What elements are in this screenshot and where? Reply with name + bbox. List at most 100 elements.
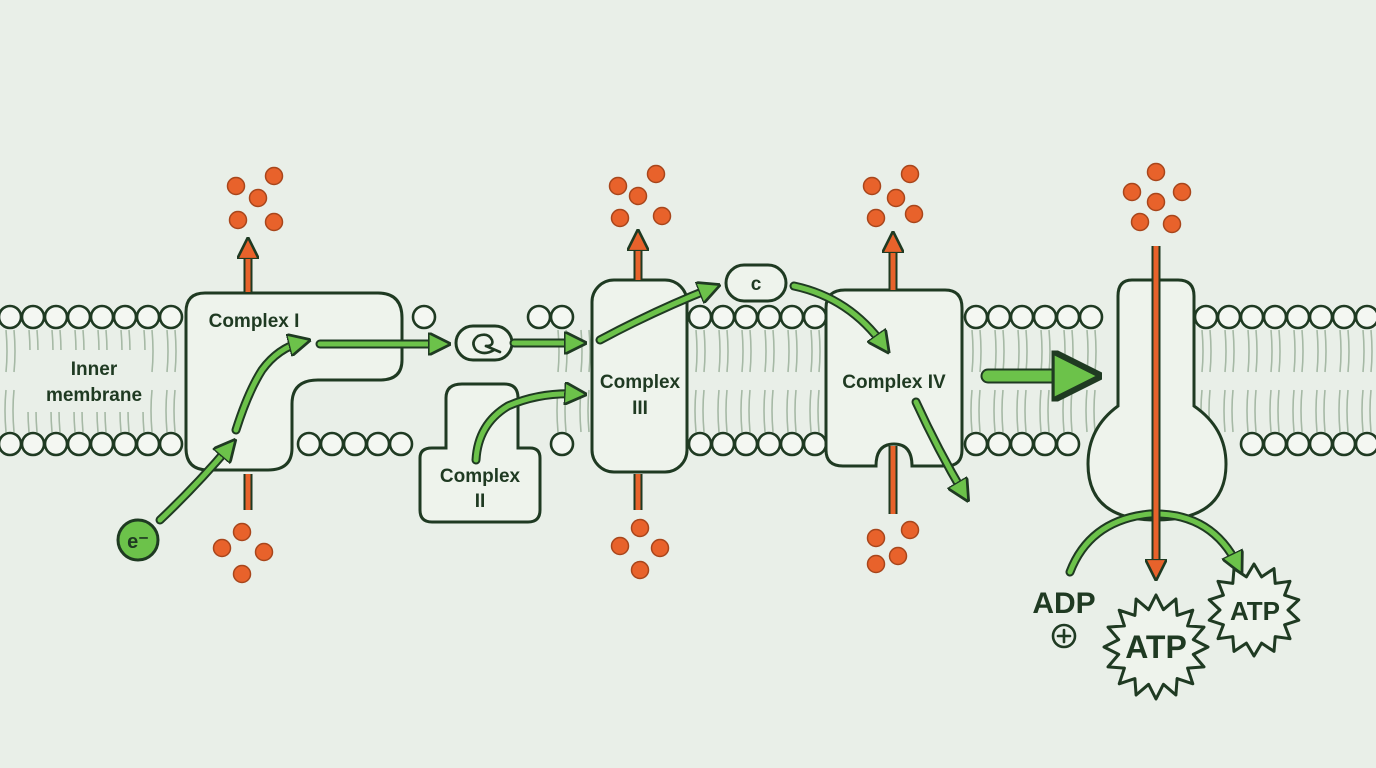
lipid-head [89,431,115,457]
lipid-tail [725,329,729,433]
electron: e⁻ [116,518,160,562]
lipid-head [1032,431,1058,457]
electron-flow-arrows [155,281,1238,577]
lipid-head [66,431,92,457]
lipid-tail [4,329,8,433]
lipid-tail [748,329,752,433]
proton-dot [264,166,284,186]
lipid-head [756,304,782,330]
lipid-head [1078,304,1104,330]
proton-dot [1162,214,1182,234]
lipid-head [1308,304,1334,330]
lipid-tail [817,329,821,433]
lipid-head [549,304,575,330]
lipid-head [1331,304,1357,330]
proton-dot [212,538,232,558]
proton-dot [862,176,882,196]
lipid-head [779,431,805,457]
lipid-head [733,431,759,457]
proton-dot [264,212,284,232]
proton-dot [886,188,906,208]
lipid-head [756,431,782,457]
lipid-head [1032,304,1058,330]
lipid-head [135,431,161,457]
lipid-tail [763,329,767,433]
lipid-tail [717,329,721,433]
lipid-tail [740,329,744,433]
lipid-head [1285,431,1311,457]
ubiquinone-swirl-icon [472,333,502,355]
proton-dot [232,522,252,542]
lipid-head [802,431,828,457]
lipid-head [1262,304,1288,330]
lipid-head [0,304,23,330]
complex-2-label-line2: II [475,491,486,512]
atp-main-label: ATP [1125,629,1187,665]
proton-dot [248,188,268,208]
lipid-tail [970,329,974,433]
lipid-head [1262,431,1288,457]
proton-dot [608,176,628,196]
lipid-tail [978,329,982,433]
svg-text:c: c [751,274,762,295]
proton-dot [1130,212,1150,232]
lipid-head [963,304,989,330]
proton-clusters [212,162,1192,584]
lipid-tail [702,329,706,433]
svg-text:Inner: Inner [71,359,118,380]
lipid-head [733,304,759,330]
lipid-tail [150,329,154,433]
lipid-head [43,304,69,330]
lipid-head [1239,304,1265,330]
proton-dot [652,206,672,226]
proton-arrows [248,238,1156,572]
arrow-complex-4-out [911,397,964,494]
lipid-tail [1231,329,1235,433]
proton-dot [628,186,648,206]
proton-dot [254,542,274,562]
lipid-head [388,431,414,457]
lipid-head [526,304,552,330]
membrane-label: Inner membrane [22,350,150,412]
lipid-head [20,431,46,457]
proton-dot [900,520,920,540]
proton-dot [630,518,650,538]
lipid-head [687,304,713,330]
lipid-tail [1338,329,1342,433]
complex-1-label: Complex I [209,311,300,332]
lipid-tail [1369,329,1373,433]
arrow-adp-to-atp [1065,509,1238,577]
lipid-tail [1292,329,1296,433]
lipid-head [20,304,46,330]
lipid-head [710,304,736,330]
lipid-head [112,431,138,457]
proton-dot [866,208,886,228]
lipid-head [89,304,115,330]
lipid-tail [1223,329,1227,433]
proton-dot [630,560,650,580]
arrow-c-to-complex-4 [789,281,884,346]
lipid-head [710,431,736,457]
lipid-heads [0,304,1376,457]
lipid-tail [1208,329,1212,433]
proton-dot [646,164,666,184]
lipid-tail [173,329,177,433]
lipid-head [1009,304,1035,330]
lipid-head [66,304,92,330]
lipid-tail [1315,329,1319,433]
proton-dot [888,546,908,566]
lipid-tail [1254,329,1258,433]
lipid-head [549,431,575,457]
complex-3-label-line2: III [632,398,648,419]
lipid-head [158,304,184,330]
proton-dot [1146,192,1166,212]
lipid-head [411,304,437,330]
lipid-tail [12,329,16,433]
lipid-tail [1323,329,1327,433]
ubiquinone-carrier [454,324,514,362]
atp-small-burst: ATP [1207,562,1301,658]
lipid-head [1285,304,1311,330]
lipid-tail [694,329,698,433]
lipid-head [1331,431,1357,457]
